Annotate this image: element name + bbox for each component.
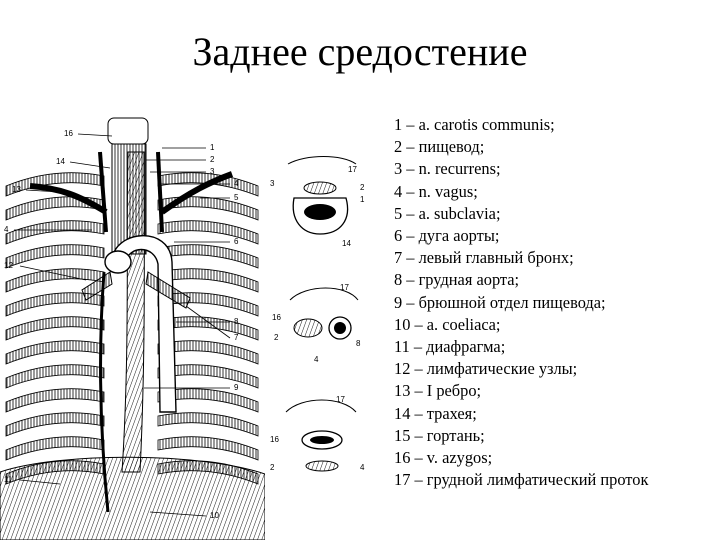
legend-item: 7 – левый главный бронх; bbox=[394, 248, 574, 268]
label-3: 3 bbox=[210, 167, 215, 176]
legend-item: 4 – n. vagus; bbox=[394, 181, 478, 201]
legend-item: 9 – брюшной отдел пищевода; bbox=[394, 292, 606, 312]
label-12: 12 bbox=[4, 261, 13, 270]
label-11: 11 bbox=[4, 475, 13, 484]
ct-label-14: 14 bbox=[342, 239, 351, 248]
legend-list: 1 – a. carotis communis; 2 – пищевод;3 – … bbox=[394, 114, 648, 491]
label-10: 10 bbox=[210, 511, 219, 520]
ct-label-17: 17 bbox=[348, 165, 357, 174]
rib bbox=[157, 364, 259, 389]
label-5: 5 bbox=[234, 193, 239, 202]
label-1: 1 bbox=[210, 143, 215, 152]
cm-label-2: 2 bbox=[274, 333, 279, 342]
rib bbox=[5, 340, 105, 365]
label-8: 8 bbox=[234, 317, 239, 326]
rib bbox=[157, 244, 259, 269]
rib bbox=[157, 388, 259, 413]
legend-item: 17 – грудной лимфатический проток bbox=[394, 470, 649, 490]
legend-item: 3 – n. recurrens; bbox=[394, 159, 501, 179]
rib bbox=[157, 316, 259, 341]
legend-item: 8 – грудная аорта; bbox=[394, 270, 520, 290]
left-labels: 16 14 13 4 12 11 bbox=[4, 129, 113, 485]
diaphragm bbox=[0, 456, 265, 540]
legend-item: 12 – лимфатические узлы; bbox=[394, 359, 578, 379]
rib bbox=[5, 244, 105, 269]
cross-section-middle: 17 16 2 8 4 bbox=[272, 283, 361, 364]
rib bbox=[157, 436, 259, 461]
legend-item: 13 – I ребро; bbox=[394, 381, 482, 401]
ct-label-2: 2 bbox=[360, 183, 365, 192]
legend-item: 14 – трахея; bbox=[394, 403, 477, 423]
cb-label-2: 2 bbox=[270, 463, 275, 472]
mediastinum-illustration: 16 14 13 4 12 11 1 2 3 4 5 6 8 9 7 10 bbox=[0, 117, 265, 540]
label-16: 16 bbox=[64, 129, 73, 138]
label-2: 2 bbox=[210, 155, 215, 164]
legend-item: 6 – дуга аорты; bbox=[394, 226, 500, 246]
rib bbox=[5, 388, 105, 413]
label-14: 14 bbox=[56, 157, 65, 166]
rib bbox=[157, 340, 259, 365]
rib bbox=[5, 292, 105, 317]
cross-section-top: 3 17 2 1 14 bbox=[270, 156, 365, 248]
label-9: 9 bbox=[234, 383, 239, 392]
ct-label-3: 3 bbox=[270, 179, 275, 188]
cm-label-17: 17 bbox=[340, 283, 349, 292]
legend-item: 2 – пищевод; bbox=[394, 137, 485, 157]
label-13: 13 bbox=[12, 185, 21, 194]
legend-item: 10 – a. coeliaca; bbox=[394, 314, 501, 334]
ct-label-1: 1 bbox=[360, 195, 365, 204]
rib bbox=[5, 316, 105, 341]
legend-item: 15 – гортань; bbox=[394, 425, 485, 445]
rib bbox=[5, 220, 105, 245]
rib bbox=[157, 172, 259, 197]
cross-sections: 3 17 2 1 14 17 16 2 8 4 17 16 2 4 bbox=[270, 156, 365, 472]
cross-section-bottom: 17 16 2 4 bbox=[270, 395, 365, 472]
cb-label-16: 16 bbox=[270, 435, 279, 444]
rib bbox=[157, 220, 259, 245]
ribs bbox=[5, 172, 259, 485]
page-title: Заднее средостение bbox=[192, 29, 528, 74]
label-7: 7 bbox=[234, 333, 239, 342]
rib bbox=[157, 412, 259, 437]
rib bbox=[5, 436, 105, 461]
cb-label-17: 17 bbox=[336, 395, 345, 404]
carotid-artery bbox=[156, 151, 164, 233]
rib bbox=[5, 364, 105, 389]
cm-label-4: 4 bbox=[314, 355, 319, 364]
legend-item: 5 – a. subclavia; bbox=[394, 203, 501, 223]
cm-label-16: 16 bbox=[272, 313, 281, 322]
legend-item: 1 – a. carotis communis; bbox=[394, 115, 555, 134]
cm-label-8: 8 bbox=[356, 339, 361, 348]
rib bbox=[5, 412, 105, 437]
right-labels: 1 2 3 4 5 6 8 9 7 10 bbox=[144, 143, 239, 520]
legend-item: 16 – v. azygos; bbox=[394, 448, 493, 468]
cb-label-4: 4 bbox=[360, 463, 365, 472]
label-4r: 4 bbox=[234, 179, 239, 188]
left-main-bronchus bbox=[145, 271, 191, 309]
label-6: 6 bbox=[234, 237, 239, 246]
legend-item: 11 – диафрагма; bbox=[394, 337, 506, 357]
label-4: 4 bbox=[4, 225, 9, 234]
rib bbox=[157, 268, 259, 293]
subclavian-artery bbox=[160, 171, 234, 215]
rib bbox=[157, 196, 259, 221]
